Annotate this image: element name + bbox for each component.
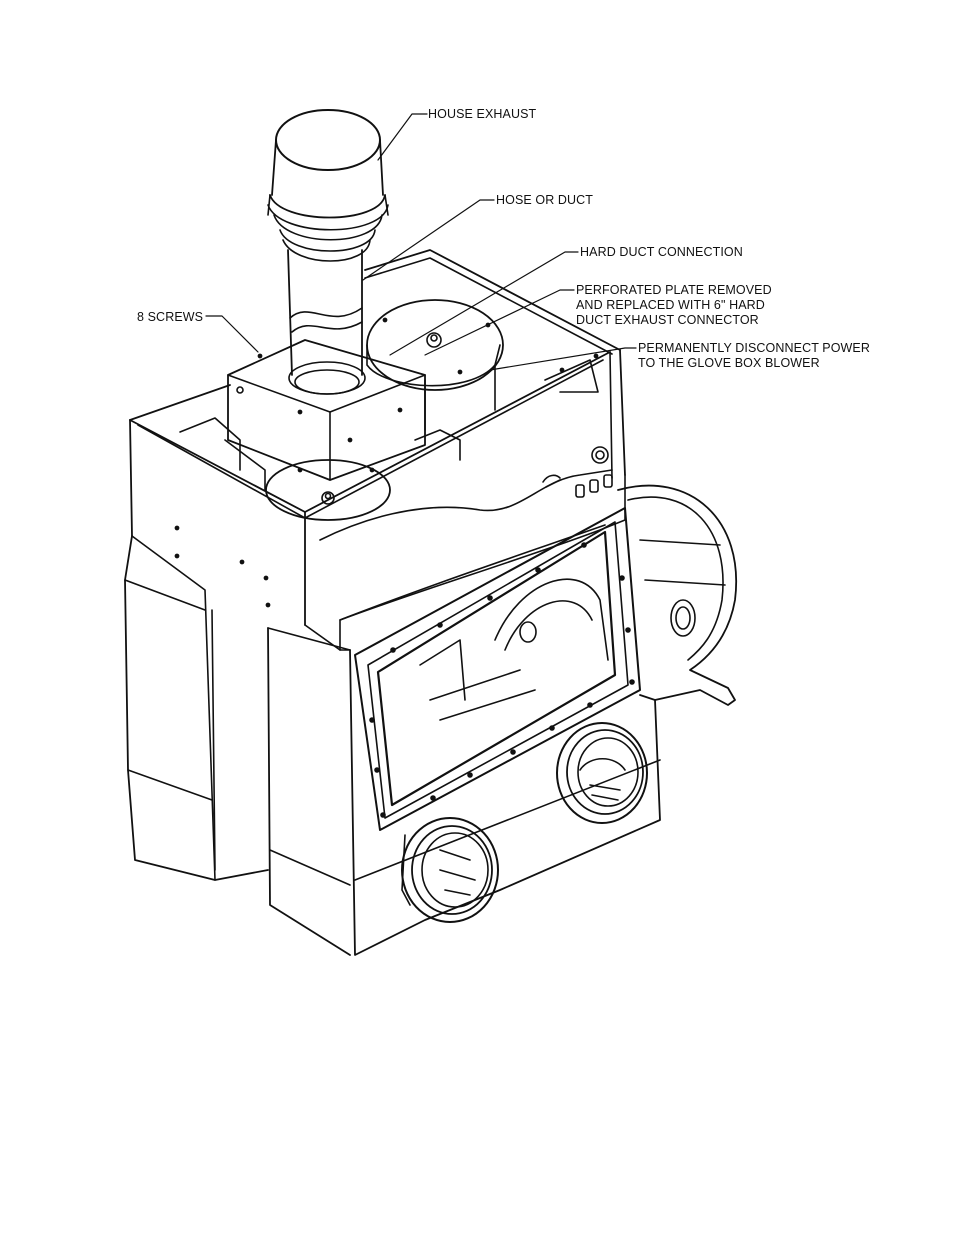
- hose-or-duct-label: HOSE OR DUCT: [496, 193, 594, 207]
- perforated-plate-label-line-1: PERFORATED PLATE REMOVED: [576, 283, 772, 297]
- perforated-plate-label-line-3: DUCT EXHAUST CONNECTOR: [576, 313, 759, 327]
- glove-port-right: [556, 722, 648, 824]
- perforated-plate-label: PERFORATED PLATE REMOVED AND REPLACED WI…: [576, 283, 772, 328]
- lower-cabinet: [124, 535, 661, 956]
- disconnect-power-label-line-1: PERMANENTLY DISCONNECT POWER: [638, 341, 870, 355]
- house-exhaust-label: HOUSE EXHAUST: [428, 107, 537, 121]
- exhaust-duct: [267, 109, 389, 395]
- perforated-plate-left: [265, 459, 391, 521]
- perforated-plate-label-line-2: AND REPLACED WITH 6" HARD: [576, 298, 765, 312]
- glove-port-left: [401, 817, 499, 923]
- hard-duct-connection-label: HARD DUCT CONNECTION: [580, 245, 743, 259]
- viewing-window: [354, 507, 641, 831]
- hard-duct-exhaust-plate: [366, 299, 504, 431]
- screws-label: 8 SCREWS: [137, 310, 204, 324]
- leader-lines: [205, 113, 637, 371]
- blower-housing: [617, 484, 738, 706]
- duct-collar-box: [227, 339, 426, 481]
- disconnect-power-label: PERMANENTLY DISCONNECT POWER TO THE GLOV…: [638, 341, 870, 371]
- disconnect-power-label-line-2: TO THE GLOVE BOX BLOWER: [638, 356, 820, 370]
